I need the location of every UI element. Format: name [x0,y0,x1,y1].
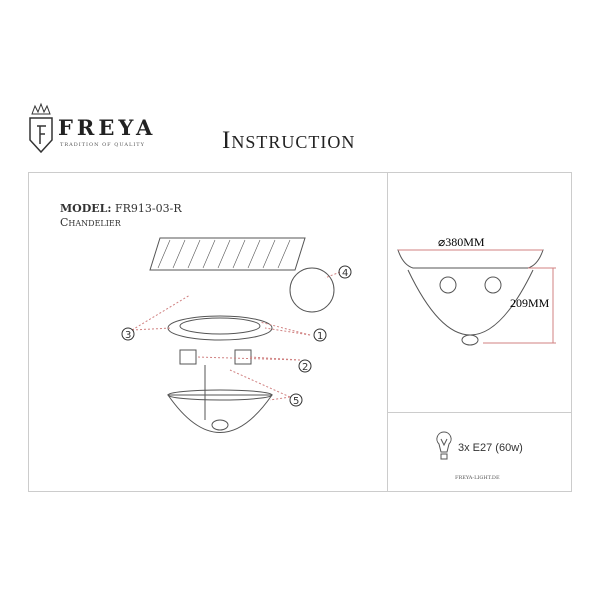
diameter-label: ⌀380MM [438,235,485,249]
divider [387,412,571,413]
dimension-drawing: ⌀380MM 209MM [397,235,556,346]
model-number: FR913-03-R [114,202,182,215]
website: FREYA-LIGHT.DE [455,475,500,481]
lightbulb-icon [436,431,452,460]
height-label: 209MM [510,296,550,310]
callout-2: 2 [302,362,308,373]
callout-4: 4 [342,268,348,279]
dimensions-panel [387,172,572,492]
callout-5: 5 [293,396,299,407]
model-label: MODEL: [60,202,112,215]
product-type: Chandelier [60,216,121,229]
page-title: Instruction [222,127,356,154]
assembly-diagram: 1 2 3 4 5 [121,237,352,433]
freya-crest-logo [29,102,53,154]
callout-1: 1 [317,331,323,342]
brand-name: FREYA [58,115,157,140]
brand-tagline: TRADITION OF QUALITY [60,142,145,148]
callout-3: 3 [125,330,131,341]
bulb-spec: 3x E27 (60w) [458,442,523,454]
model-info: MODEL: FR913-03-R Chandelier [60,202,182,230]
